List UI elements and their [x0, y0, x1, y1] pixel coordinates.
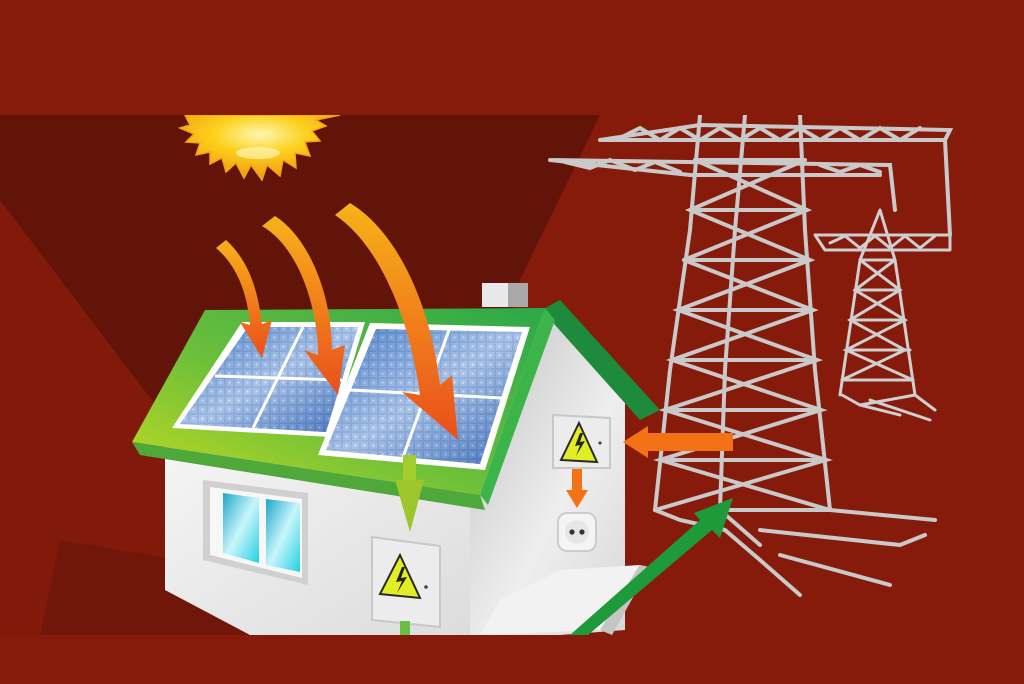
power-outlet-icon: [557, 512, 597, 552]
flow-panel-to-meter-arrow: [395, 455, 424, 532]
house: [132, 283, 660, 635]
illustration-band: [0, 115, 1024, 635]
sun-ray-arrow-3: [335, 203, 458, 440]
solar-panel-left-icon: [172, 322, 365, 437]
sun-ray-arrow-1: [216, 240, 272, 358]
sun-icon: [177, 115, 341, 182]
grid-meter-box: [552, 413, 611, 469]
sun-ray-arrow-2: [262, 216, 345, 395]
power-pylon-small-icon: [813, 208, 952, 422]
flow-grid-to-house-arrow: [623, 426, 733, 458]
high-voltage-warning-icon: [378, 552, 422, 600]
high-voltage-warning-icon: [559, 420, 599, 464]
solar-meter-box: [371, 535, 441, 629]
flow-house-to-grid-arrow: [570, 498, 733, 635]
flow-meter-output-line: [400, 621, 410, 635]
window: [203, 480, 308, 585]
flow-meter-to-outlet-arrow: [566, 469, 588, 508]
sun-ray-arrows: [216, 203, 458, 440]
